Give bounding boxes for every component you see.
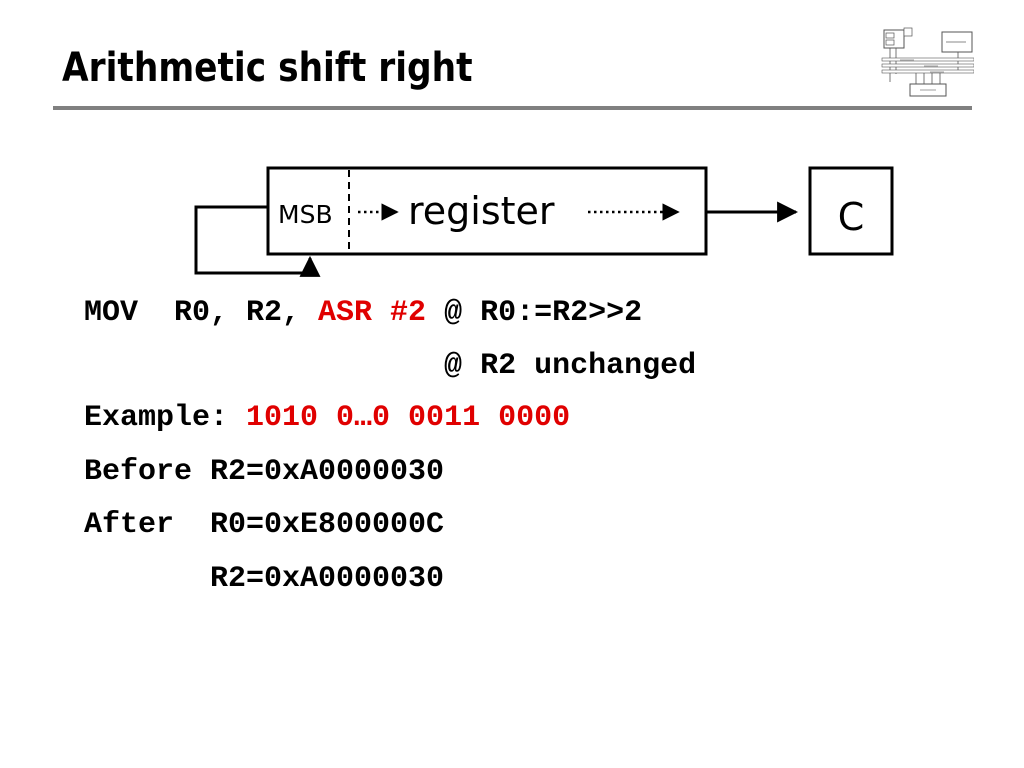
computer-block-diagram-icon — [881, 27, 974, 97]
example-line: Example: 1010 0…0 0011 0000 — [84, 398, 570, 438]
title-divider — [53, 106, 972, 110]
carry-flag-label: C — [838, 195, 865, 239]
example-bits: 1010 0…0 0011 0000 — [246, 401, 571, 435]
msb-label: MSB — [278, 200, 333, 229]
instruction-comment: @ R0:=R2>>2 — [426, 296, 643, 330]
register-box — [266, 166, 708, 256]
instruction-line: MOV R0, R2, ASR #2 @ R0:=R2>>2 — [84, 293, 642, 333]
before-line: Before R2=0xA0000030 — [84, 455, 445, 489]
shift-register-diagram: MSB register C — [194, 166, 894, 277]
shift-operand: ASR #2 — [318, 296, 427, 330]
instruction-operands: MOV R0, R2, — [84, 296, 319, 330]
carry-flag-box — [808, 166, 894, 256]
unchanged-comment-line: @ R2 unchanged — [84, 349, 697, 383]
msb-feedback-arrow — [194, 205, 321, 277]
after-r0-line: After R0=0xE800000C — [84, 508, 445, 542]
register-label: register — [408, 189, 555, 233]
slide-title: Arithmetic shift right — [62, 45, 473, 91]
example-label: Example: — [84, 401, 247, 435]
after-r2-line: R2=0xA0000030 — [84, 562, 445, 596]
